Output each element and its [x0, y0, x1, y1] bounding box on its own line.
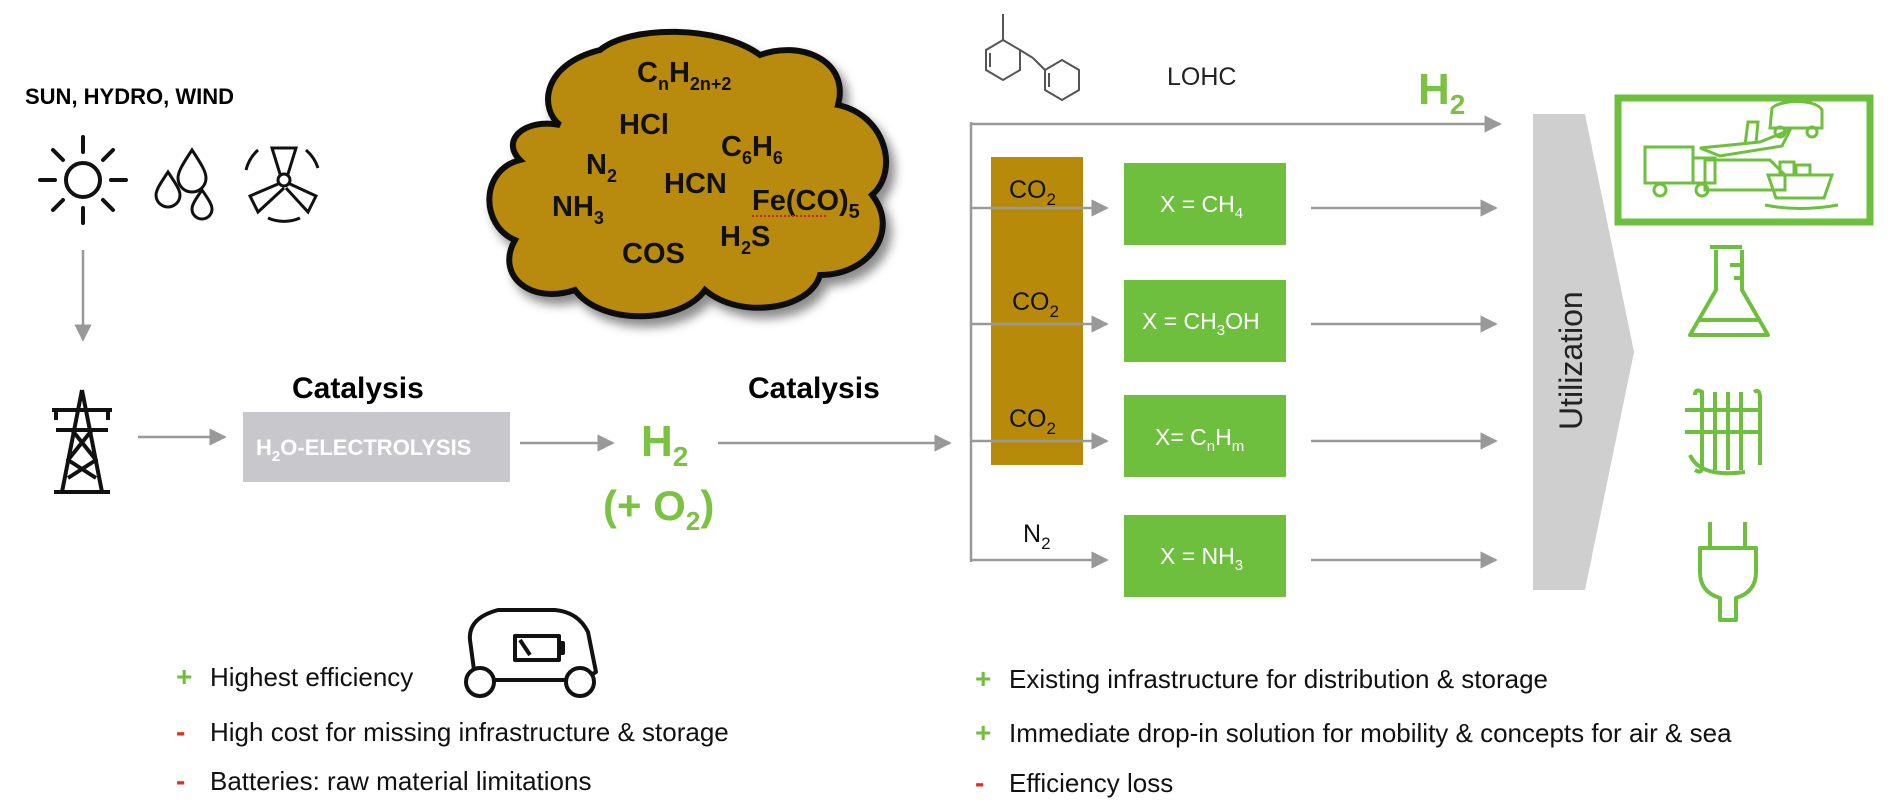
point-text: Immediate drop-in solution for mobility … — [1009, 718, 1732, 748]
product-cnhm-label: X= CnHm — [1155, 424, 1244, 455]
plus-sign: + — [975, 717, 992, 748]
product-ch4-label: X = CH4 — [1160, 191, 1243, 222]
catalysis-label-1: Catalysis — [292, 372, 424, 405]
minus-sign: - — [176, 716, 186, 747]
h2-o2-byproduct: (+ O2) — [603, 482, 714, 536]
n2-input-label: N2 — [1023, 520, 1051, 553]
minus-sign: - — [975, 767, 985, 798]
point-text: Batteries: raw material limitations — [210, 766, 592, 796]
impurity-cnh2n2: CnH2n+2 — [637, 57, 731, 94]
utilization-shape — [1533, 114, 1634, 590]
impurity-feco5: Fe(CO)5 — [752, 185, 860, 223]
list-item: + Highest efficiency — [176, 661, 414, 693]
impurity-nh3: NH3 — [552, 191, 604, 228]
catalysis-label-2: Catalysis — [748, 372, 880, 405]
utilization-label: Utilization — [1553, 291, 1589, 430]
h2-branch-label: H2 — [1418, 65, 1465, 120]
heat-exchanger-icon — [1685, 388, 1762, 476]
co2-label-3: CO2 — [1009, 405, 1056, 438]
electric-car-battery-icon — [464, 608, 598, 698]
electrolysis-label: H2O-ELECTROLYSIS — [256, 435, 471, 465]
power-pylon-icon — [52, 389, 112, 494]
list-item: + Immediate drop-in solution for mobility… — [975, 717, 1732, 749]
point-text: High cost for missing infrastructure & s… — [210, 717, 729, 747]
impurity-n2: N2 — [586, 149, 617, 186]
wind-turbine-icon — [244, 146, 320, 223]
impurity-hcl: HCl — [619, 109, 669, 141]
plus-sign: + — [975, 663, 992, 694]
list-item: + Existing infrastructure for distributio… — [975, 663, 1549, 695]
chemistry-flask-icon — [1688, 245, 1770, 337]
electrolysis-box — [243, 412, 510, 482]
toluene-molecule-icon — [985, 14, 1080, 102]
plus-sign: + — [176, 661, 193, 692]
sun-icon — [38, 135, 128, 225]
product-box-nh3 — [1124, 515, 1286, 597]
product-box-cnhm — [1124, 395, 1286, 477]
impurity-hcn: HCN — [664, 168, 727, 200]
point-text: Highest efficiency — [210, 662, 414, 692]
product-nh3-label: X = NH3 — [1160, 543, 1243, 574]
point-text: Existing infrastructure for distribution… — [1009, 664, 1549, 694]
mobility-frame — [1614, 94, 1874, 226]
list-item: -Batteries: raw material limitations — [176, 765, 592, 797]
impurity-c6h6: C6H6 — [721, 131, 783, 168]
co2-label-2: CO2 — [1012, 288, 1059, 321]
sources-label: SUN, HYDRO, WIND — [25, 84, 234, 109]
lohc-label: LOHC — [1167, 63, 1236, 91]
point-text: Efficiency loss — [1009, 768, 1174, 798]
minus-sign: - — [176, 765, 186, 796]
power-plug-icon — [1698, 522, 1758, 622]
product-box-ch3oh — [1124, 280, 1286, 362]
h2-product: H2 — [641, 417, 688, 472]
product-box-ch4 — [1124, 163, 1286, 245]
mobility-vehicles-icon — [1643, 100, 1839, 210]
list-item: -Efficiency loss — [975, 767, 1174, 799]
list-item: -High cost for missing infrastructure & … — [176, 716, 729, 748]
impurity-cos: COS — [622, 238, 685, 270]
product-ch3oh-label: X = CH3OH — [1142, 308, 1260, 339]
water-drops-icon — [154, 147, 214, 221]
impurity-h2s: H2S — [720, 221, 770, 258]
impurities-cloud — [486, 28, 890, 320]
co2-label-1: CO2 — [1009, 176, 1056, 209]
